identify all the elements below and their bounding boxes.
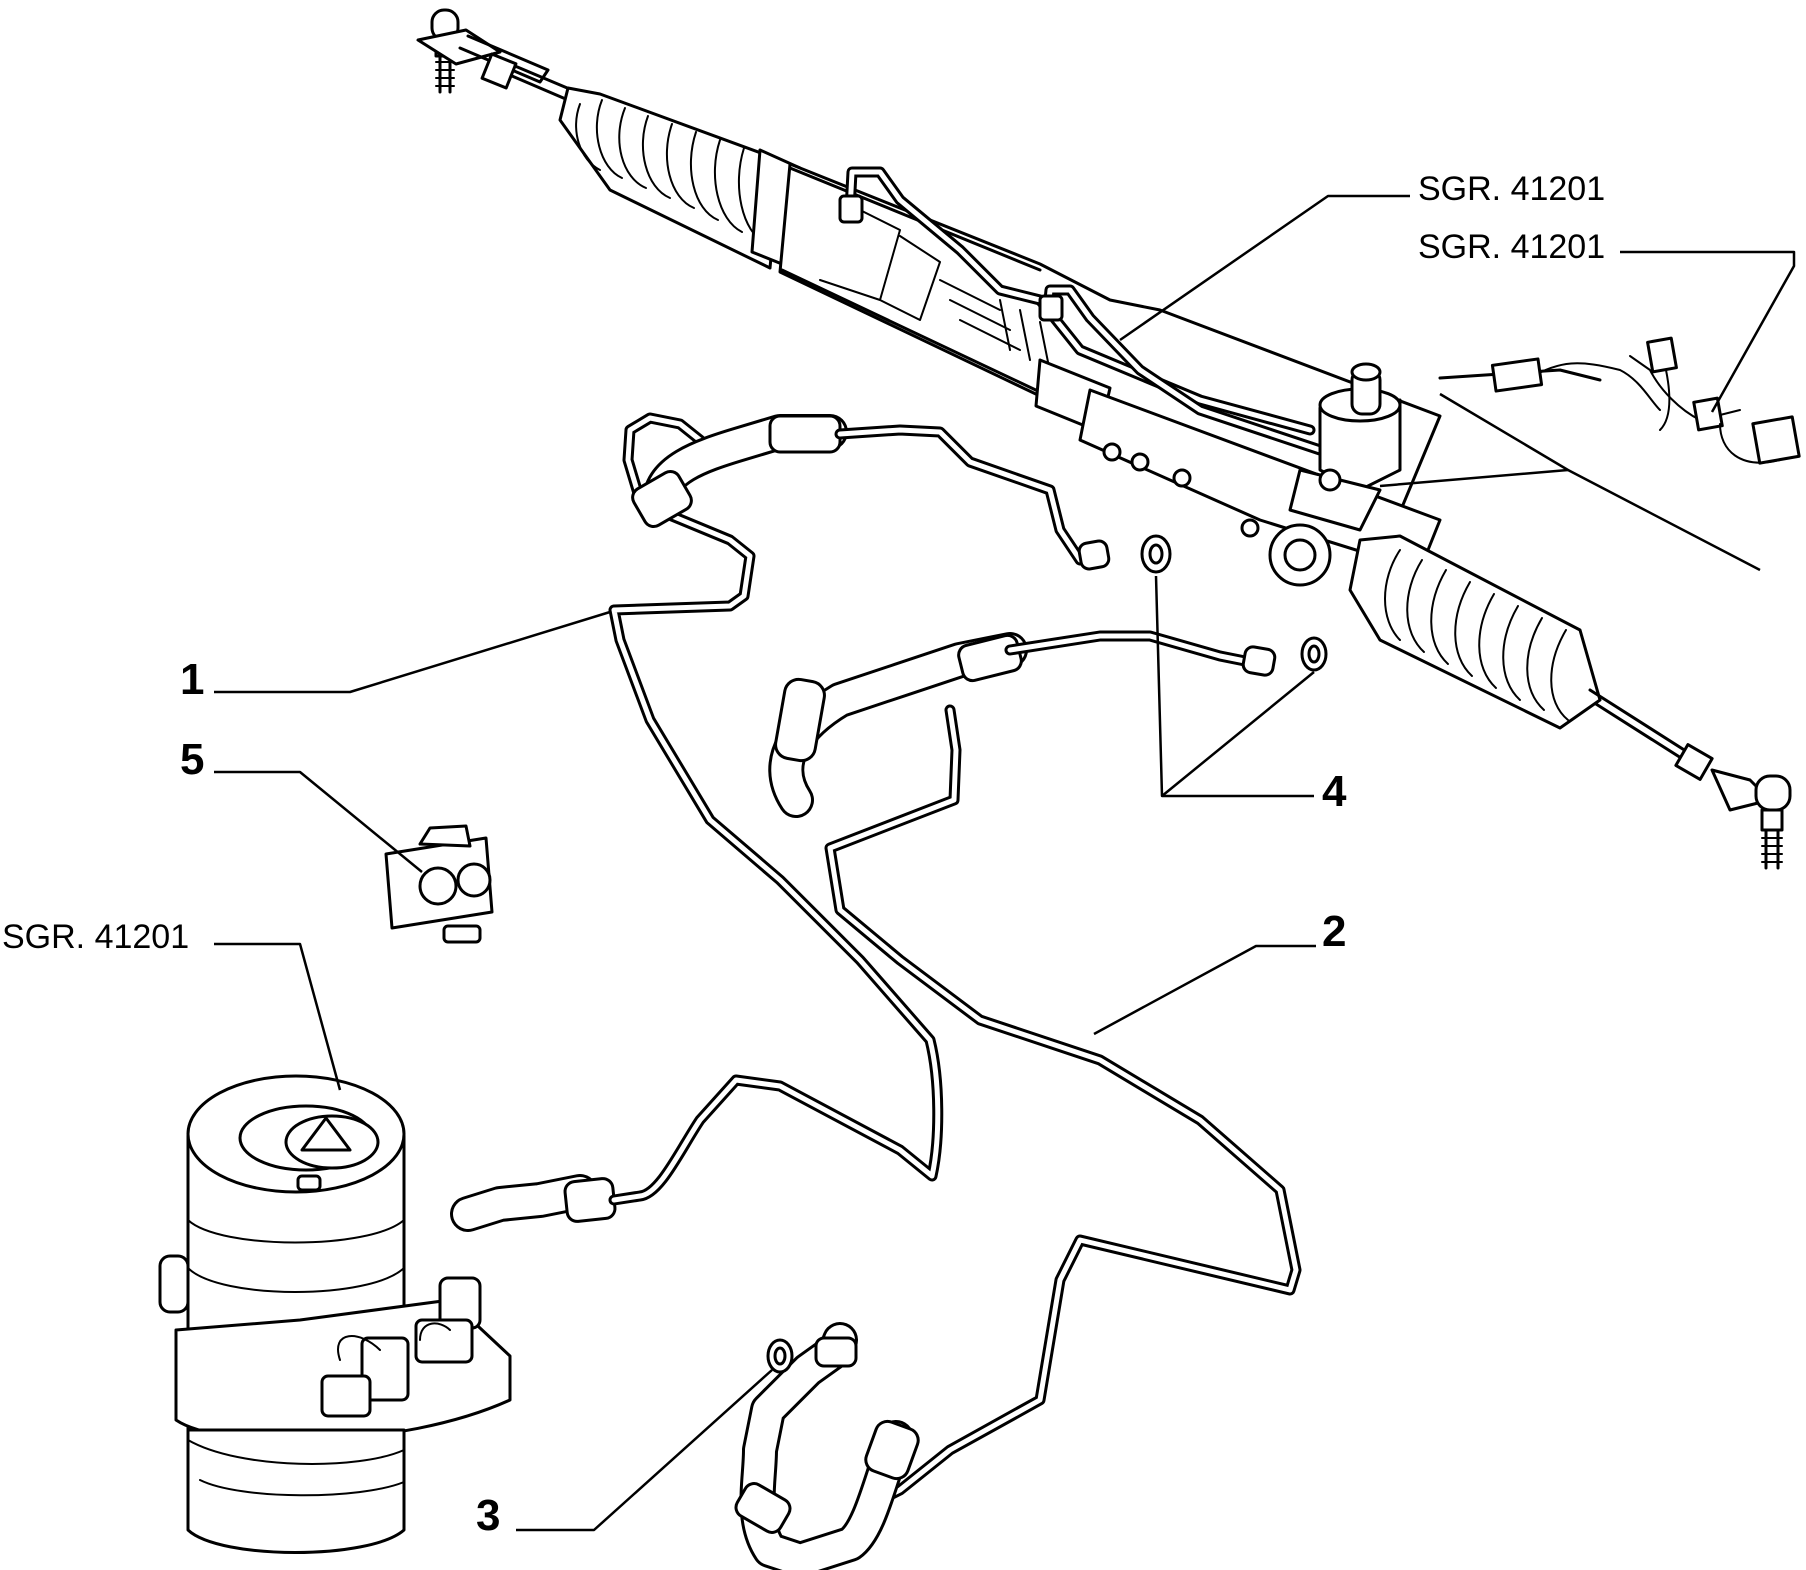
- leader-2: [1093, 944, 1316, 1036]
- callout-labels: 1 5 4 2 3: [180, 655, 1347, 1540]
- callout-5: 5: [180, 735, 204, 784]
- electric-pump: [158, 1074, 512, 1554]
- return-hose-upper: [768, 630, 1277, 818]
- lower-hose-3: [734, 1322, 920, 1570]
- rack-feed-pipes: [838, 166, 1326, 456]
- reference-sgr-connector: SGR. 41201: [1418, 228, 1605, 266]
- leader-4a: [1154, 575, 1314, 798]
- callout-1: 1: [180, 655, 204, 704]
- callout-4: 4: [1322, 767, 1347, 816]
- leader-4b: [1161, 671, 1315, 797]
- o-ring-seals: [766, 534, 1328, 1374]
- leader-5: [214, 770, 423, 873]
- pipe-clamp-5: [384, 824, 494, 944]
- leader-3: [516, 1369, 773, 1532]
- right-rubber-boot: [1348, 534, 1602, 730]
- reference-sgr-pump: SGR. 41201: [2, 918, 189, 956]
- leader-ref-top: [1119, 194, 1410, 342]
- wiring-connectors: [1438, 336, 1801, 465]
- reference-labels: SGR. 41201 SGR. 41201 SGR. 41201: [2, 170, 1605, 956]
- leader-1: [214, 610, 611, 694]
- left-rubber-boot: [558, 86, 802, 270]
- right-tie-rod-end: [1588, 688, 1792, 870]
- leader-ref-pump: [214, 942, 342, 1091]
- leader-ref-mid: [1620, 250, 1796, 413]
- callout-3: 3: [476, 1491, 500, 1540]
- pump-outlet-hose: [450, 1174, 617, 1232]
- reference-sgr-top: SGR. 41201: [1418, 170, 1605, 208]
- callout-2: 2: [1322, 907, 1346, 956]
- leader-connector: [1379, 392, 1761, 572]
- left-tie-rod-end: [416, 8, 574, 102]
- pressure-hose-upper: [631, 414, 1111, 571]
- pressure-pipe-1: [608, 412, 944, 1206]
- steering-rack: [416, 8, 1792, 870]
- return-pipe-2: [824, 704, 1302, 1506]
- leader-lines: [214, 194, 1796, 1532]
- rack-valve-body: [1288, 362, 1402, 532]
